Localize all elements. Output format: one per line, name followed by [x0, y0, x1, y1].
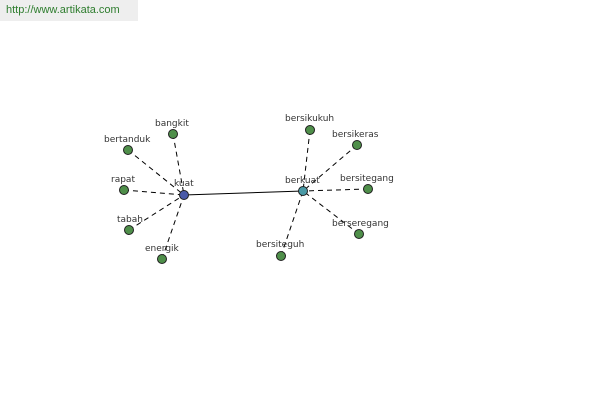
node-label-energik: energik [145, 244, 180, 254]
node-label-bersiteguh: bersiteguh [256, 240, 304, 250]
edge-bersitegang-berkuat [302, 188, 369, 192]
edge-bersikeras-berkuat [302, 144, 358, 192]
node-label-bangkit: bangkit [155, 119, 189, 129]
node-label-rapat: rapat [111, 175, 135, 185]
node-label-bersitegang: bersitegang [340, 174, 394, 184]
node-label-berkuat: berkuat [285, 176, 320, 186]
node-bersitegang[interactable] [363, 184, 373, 194]
nodes-layer [119, 125, 373, 264]
edge-bersiteguh-berkuat [280, 190, 304, 257]
edge-tabah-kuat [128, 194, 185, 231]
edge-bersikukuh-berkuat [302, 129, 311, 192]
node-bersikeras[interactable] [352, 140, 362, 150]
edge-rapat-kuat [123, 189, 185, 196]
node-bertanduk[interactable] [123, 145, 133, 155]
node-kuat[interactable] [179, 190, 189, 200]
edge-bertanduk-kuat [127, 149, 185, 196]
node-berkuat[interactable] [298, 186, 308, 196]
watermark-url: http://www.artikata.com [0, 0, 138, 21]
edge-berseregang-berkuat [302, 190, 360, 235]
node-bersiteguh[interactable] [276, 251, 286, 261]
node-energik[interactable] [157, 254, 167, 264]
node-label-kuat: kuat [174, 179, 194, 189]
node-label-berseregang: berseregang [332, 219, 389, 229]
edges-layer [123, 129, 369, 260]
node-label-bersikukuh: bersikukuh [285, 114, 334, 124]
node-bangkit[interactable] [168, 129, 178, 139]
labels-layer: bangkit bertanduk rapat tabah energik bersiku… [104, 114, 394, 254]
node-rapat[interactable] [119, 185, 129, 195]
edge-bangkit-kuat [172, 133, 185, 196]
node-label-bertanduk: bertanduk [104, 135, 151, 145]
node-tabah[interactable] [124, 225, 134, 235]
node-label-tabah: tabah [117, 215, 143, 225]
edge-energik-kuat [161, 194, 185, 260]
node-bersikukuh[interactable] [305, 125, 315, 135]
node-berseregang[interactable] [354, 229, 364, 239]
edge-kuat-berkuat [183, 190, 304, 196]
node-label-bersikeras: bersikeras [332, 130, 379, 140]
